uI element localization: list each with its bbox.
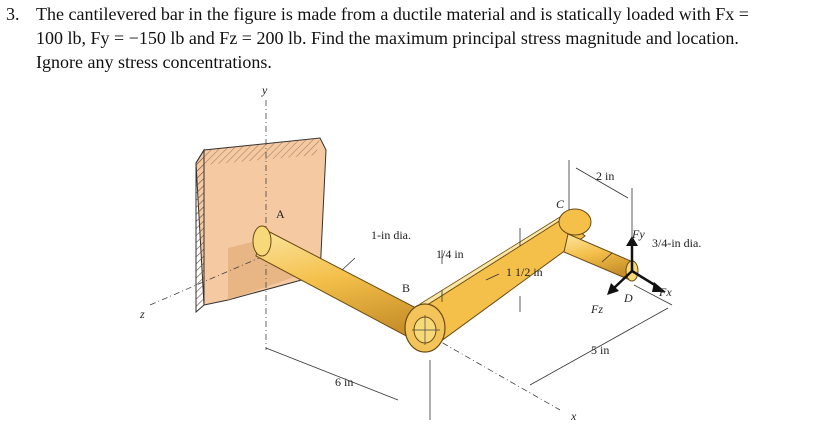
point-c-label: C [556, 197, 565, 211]
thickness-label: 1/4 in [436, 247, 464, 261]
width-label: 1 1/2 in [506, 265, 543, 279]
point-d-label: D [623, 291, 633, 305]
force-z-label: Fz [590, 302, 603, 316]
axis-x-label: x [570, 409, 577, 423]
problem-line-2: 100 lb, Fy = −150 lb and Fz = 200 lb. Fi… [36, 28, 739, 48]
axis-y-label: y [261, 83, 268, 97]
axis-z-label: z [139, 307, 145, 321]
dia-2-label: 3/4-in dia. [652, 236, 701, 250]
wall [195, 137, 327, 314]
problem-text-1: The cantilevered bar in the figure is ma… [36, 4, 749, 24]
problem-statement: 3. The cantilevered bar in the figure is … [6, 2, 832, 74]
crank-plate [404, 208, 592, 353]
force-arrows [607, 236, 666, 295]
dim-6-label: 6 in [335, 375, 353, 389]
problem-line-1: 3. The cantilevered bar in the figure is … [6, 2, 832, 26]
axes [149, 100, 561, 411]
point-b-label: B [402, 281, 410, 295]
force-x-label: Fx [658, 285, 672, 299]
force-y-label: Fy [631, 227, 645, 241]
problem-line-3: Ignore any stress concentrations. [36, 52, 272, 72]
problem-number: 3. [6, 4, 20, 24]
dim-2-label: 2 in [596, 169, 614, 183]
dim-5-label: 5 in [591, 343, 609, 357]
point-a-label: A [276, 207, 285, 221]
small-rod [563, 233, 639, 282]
dimension-lines [265, 160, 673, 420]
dia-1-label: 1-in dia. [371, 228, 411, 242]
